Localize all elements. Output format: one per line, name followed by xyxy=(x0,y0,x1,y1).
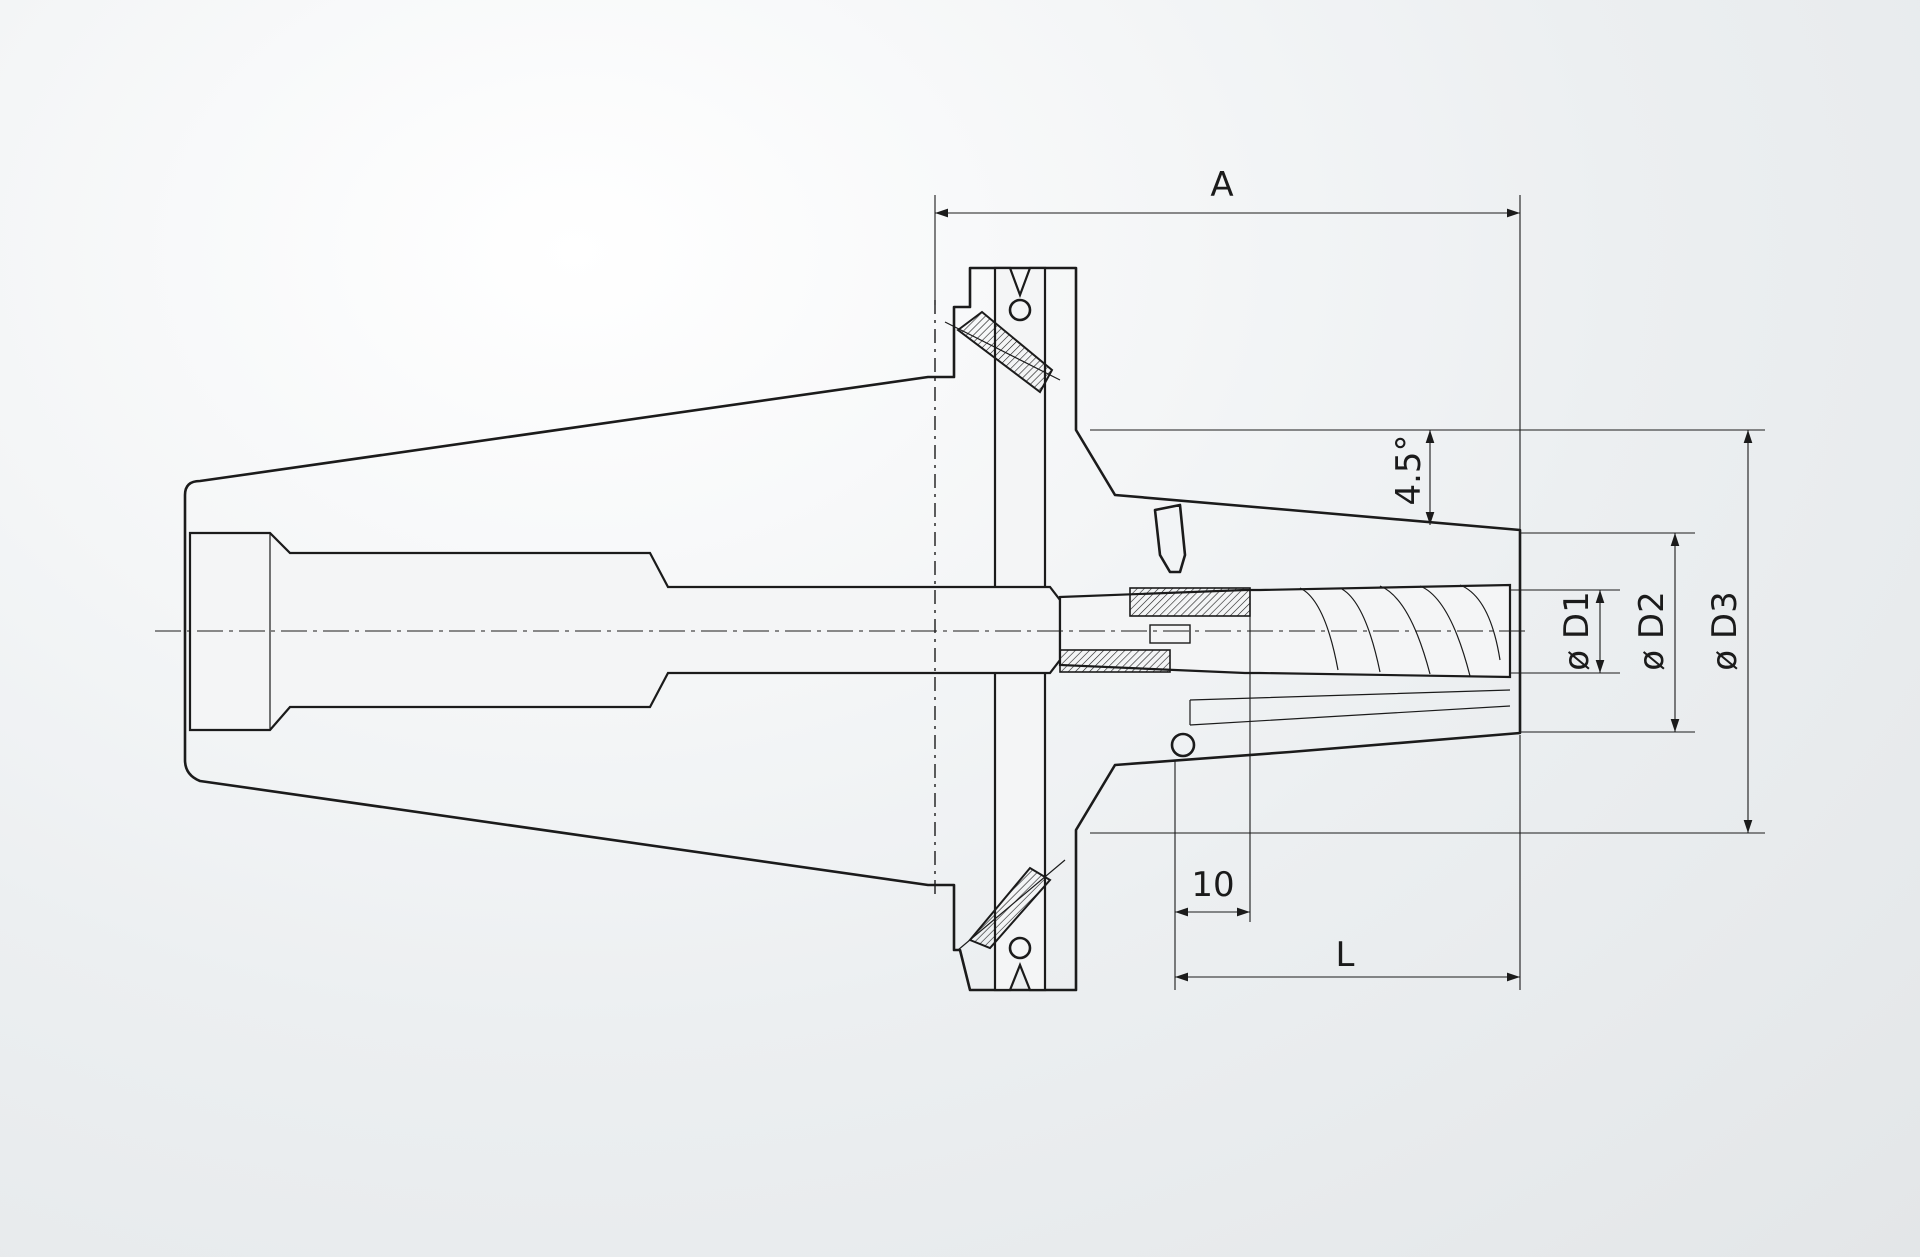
label-d3: ø D3 xyxy=(1705,591,1745,670)
coolant-channel xyxy=(1189,689,1511,726)
clamp-insert-upper xyxy=(1129,587,1251,617)
dimension-a xyxy=(934,195,1521,530)
label-10: 10 xyxy=(1191,865,1234,905)
label-d2: ø D2 xyxy=(1632,591,1672,670)
drive-screw-top xyxy=(944,310,1061,394)
seal-ring xyxy=(1170,732,1196,758)
label-angle: 4.5° xyxy=(1389,434,1429,505)
radial-screw xyxy=(1153,503,1187,574)
holder-body-section xyxy=(183,266,1522,992)
groove-ball-top xyxy=(1008,298,1032,322)
dimension-diameters xyxy=(1090,429,1765,834)
dimension-l xyxy=(1174,590,1521,990)
drive-screw-bottom xyxy=(957,859,1066,951)
groove-ball-bottom xyxy=(1008,936,1032,960)
clamp-insert-lower xyxy=(1059,649,1171,673)
clamp-screw xyxy=(1149,624,1191,644)
label-l: L xyxy=(1336,935,1355,975)
label-a: A xyxy=(1210,165,1233,205)
label-d1: ø D1 xyxy=(1557,591,1597,670)
spiral-flutes xyxy=(1299,584,1501,677)
